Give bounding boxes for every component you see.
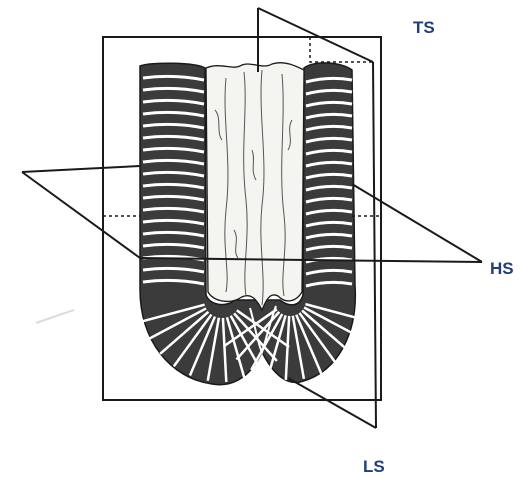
label-hs: HS [490, 259, 514, 278]
organ-illustration [140, 63, 367, 385]
label-ls: LS [363, 457, 385, 476]
label-ts: TS [413, 18, 435, 37]
lumen-mucosa [206, 63, 304, 310]
stray-mark [36, 310, 74, 323]
